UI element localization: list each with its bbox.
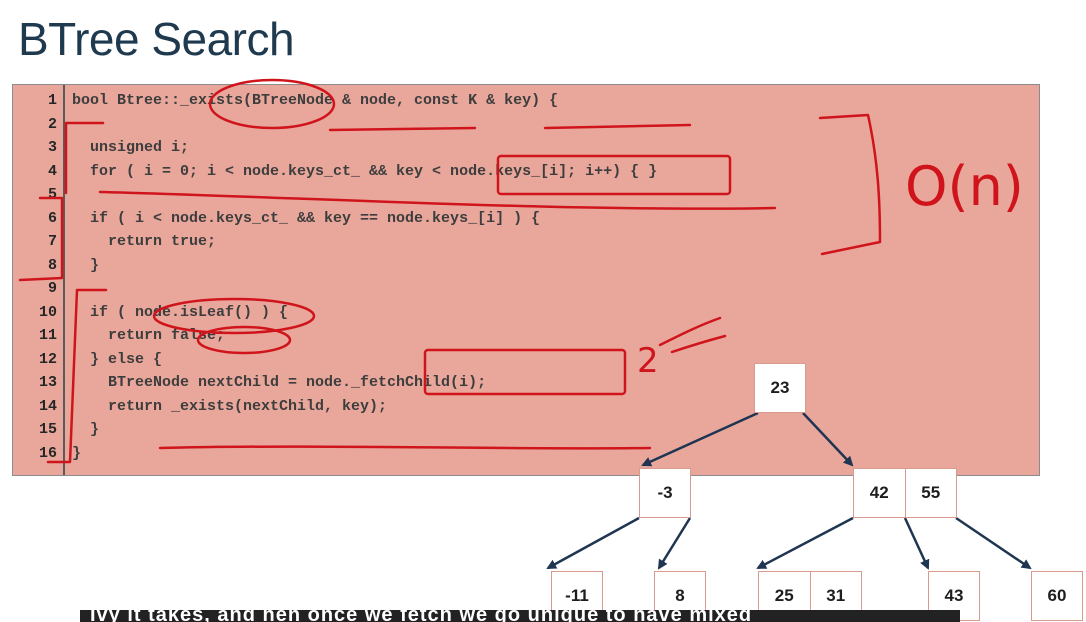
node-key: 55 xyxy=(904,469,957,517)
page-title: BTree Search xyxy=(18,13,295,65)
tree-edge xyxy=(657,517,692,570)
node-key: -3 xyxy=(657,483,673,502)
tree-edge xyxy=(641,411,759,467)
code-line: if ( i < node.keys_ct_ && key == node.ke… xyxy=(72,209,541,227)
tree-edge xyxy=(903,517,930,570)
line-number: 5 xyxy=(47,186,57,203)
code-line: } xyxy=(72,256,100,274)
node-key: 43 xyxy=(944,586,964,605)
node-key: -11 xyxy=(565,586,589,605)
tree-node: 42 55 xyxy=(853,468,957,518)
tree-node: -3 xyxy=(639,468,691,518)
caption-bar: Ivy it takes, and hen once we fetch we g… xyxy=(80,610,960,622)
line-number: 3 xyxy=(47,139,57,156)
node-key: 60 xyxy=(1047,586,1067,605)
node-key: 23 xyxy=(770,378,790,397)
tree-edge xyxy=(955,516,1032,570)
code-line: return _exists(nextChild, key); xyxy=(72,397,388,415)
node-key: 42 xyxy=(869,483,889,502)
line-number: 4 xyxy=(47,162,57,180)
line-number: 9 xyxy=(47,280,57,297)
tree-node: 60 xyxy=(1031,571,1083,621)
tree-edge xyxy=(756,516,854,570)
tree-node-root: 23 xyxy=(754,363,806,413)
line-number: 2 xyxy=(47,115,57,133)
node-key: 8 xyxy=(675,586,685,605)
node-key: 31 xyxy=(809,572,862,620)
node-key: 25 xyxy=(774,586,794,605)
tree-edge xyxy=(546,516,640,570)
code-line: return true; xyxy=(72,233,217,250)
caption-text: Ivy it takes, and hen once we fetch we g… xyxy=(90,610,753,622)
line-number: 1 xyxy=(47,92,57,109)
tree-edge xyxy=(802,412,854,467)
code-line: unsigned i; xyxy=(72,139,190,156)
